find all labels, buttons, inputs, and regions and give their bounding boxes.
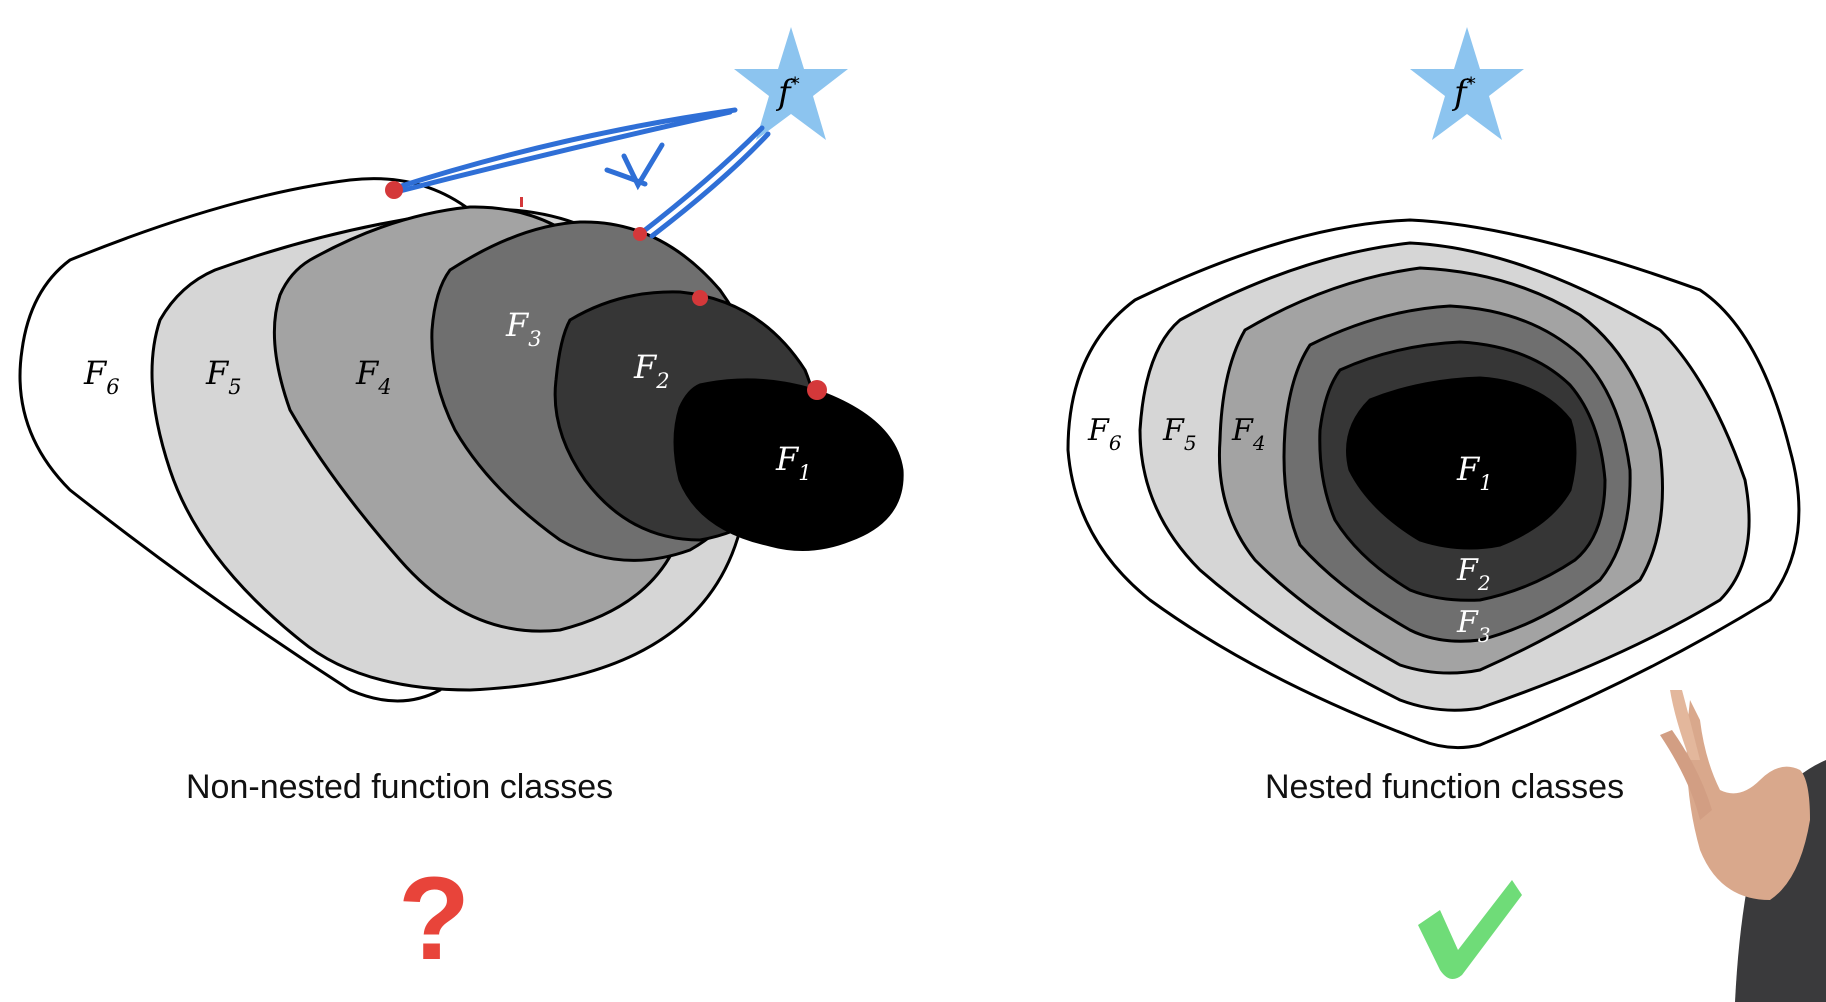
checkmark-icon bbox=[1418, 880, 1522, 979]
non-nested-diagram: F6 F5 F4 F3 F2 F1 f* bbox=[18, 27, 904, 703]
class-label-f2: F2 bbox=[633, 348, 670, 393]
presenter-hand bbox=[1660, 690, 1826, 1002]
question-mark-icon: ? bbox=[398, 853, 471, 985]
red-annotation-marks bbox=[385, 181, 827, 400]
target-star-icon bbox=[1410, 27, 1524, 140]
class-label-f4: F4 bbox=[355, 354, 392, 399]
nested-caption: Nested function classes bbox=[1265, 768, 1625, 806]
class-label-f1: F1 bbox=[1456, 450, 1493, 495]
class-label-f2: F2 bbox=[1456, 553, 1491, 595]
class-label-f6: F6 bbox=[1087, 413, 1122, 455]
nested-diagram: F6 F5 F4 F3 F2 F1 f* bbox=[1066, 27, 1801, 979]
class-label-f3: F3 bbox=[1456, 605, 1491, 647]
blue-annotation-strokes bbox=[389, 107, 771, 239]
class-label-f3: F3 bbox=[505, 306, 542, 351]
class-label-f6: F6 bbox=[83, 354, 120, 399]
class-label-f5: F5 bbox=[1162, 413, 1197, 455]
class-label-f5: F5 bbox=[205, 354, 242, 399]
target-star-icon bbox=[734, 27, 848, 140]
class-label-f4: F4 bbox=[1231, 413, 1266, 455]
non-nested-caption: Non-nested function classes bbox=[186, 768, 614, 806]
class-region-f1 bbox=[1346, 376, 1577, 550]
class-label-f1: F1 bbox=[775, 440, 812, 485]
